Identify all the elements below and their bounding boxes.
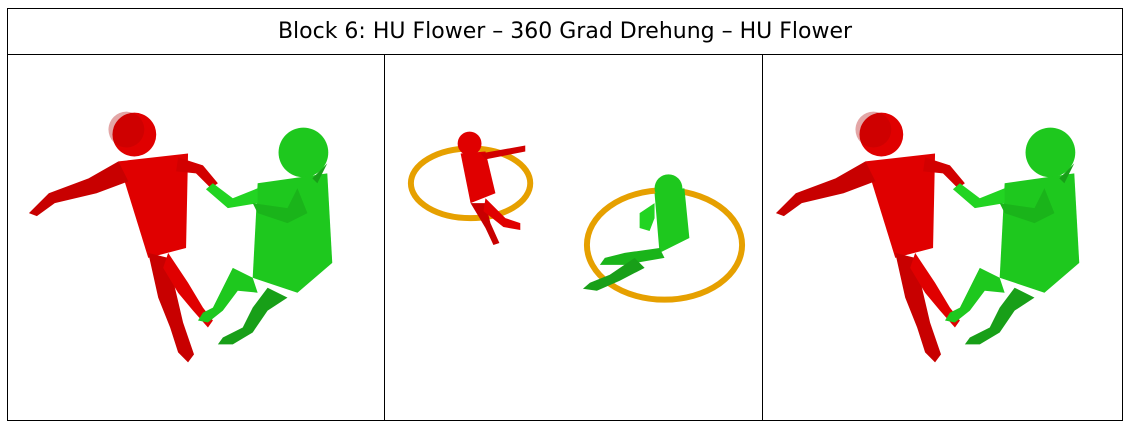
hu-flower-illustration-left (28, 111, 333, 363)
panel-hu-flower-left (8, 54, 385, 420)
green-figure (197, 127, 333, 345)
hu-flower-illustration-right (775, 111, 1080, 363)
panel-360-grad-drehung (385, 54, 763, 420)
red-figure (775, 111, 965, 363)
block-table: Block 6: HU Flower – 360 Grad Drehung – … (7, 8, 1123, 421)
green-figure (944, 127, 1080, 345)
title-row: Block 6: HU Flower – 360 Grad Drehung – … (8, 9, 1122, 55)
green-figure-rotating (582, 174, 690, 291)
block-title: Block 6: HU Flower – 360 Grad Drehung – … (277, 19, 853, 44)
panel-hu-flower-right (763, 54, 1122, 420)
red-figure-rotating (457, 131, 526, 245)
red-figure (28, 111, 218, 363)
rotation-illustration (407, 131, 746, 303)
